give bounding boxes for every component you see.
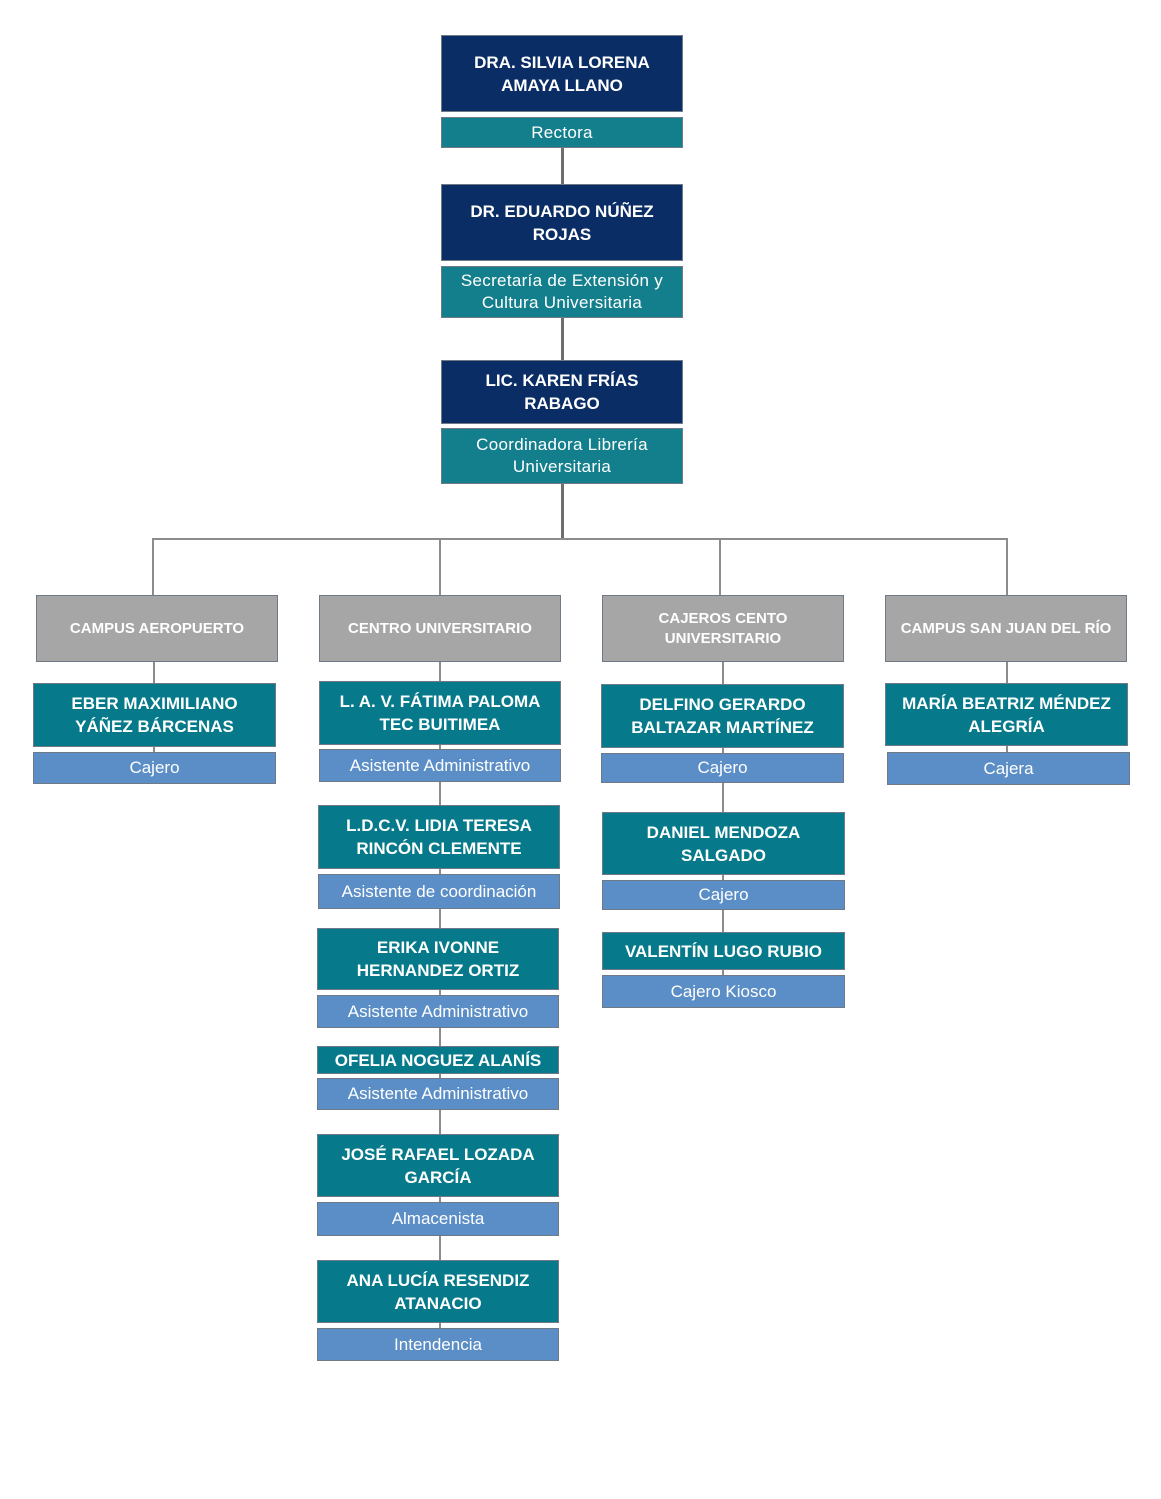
person-role-box: Cajero	[602, 880, 845, 910]
department-header: CAJEROS CENTO UNIVERSITARIO	[602, 595, 844, 662]
connector-line	[152, 538, 1008, 540]
connector-line	[152, 538, 154, 596]
person-role-box: Coordinadora Librería Universitaria	[441, 428, 683, 484]
person-role-box: Secretaría de Extensión y Cultura Univer…	[441, 266, 683, 318]
person-name-box: DR. EDUARDO NÚÑEZ ROJAS	[441, 184, 683, 261]
person-name-box: DELFINO GERARDO BALTAZAR MARTÍNEZ	[601, 684, 844, 748]
person-role-box: Asistente Administrativo	[319, 749, 561, 782]
person-role-box: Intendencia	[317, 1328, 559, 1361]
person-role-box: Cajera	[887, 752, 1130, 785]
person-role-box: Rectora	[441, 117, 683, 148]
person-name-box: JOSÉ RAFAEL LOZADA GARCÍA	[317, 1134, 559, 1197]
person-role-box: Cajero	[33, 752, 276, 784]
connector-line	[561, 318, 564, 360]
person-name-box: ANA LUCÍA RESENDIZ ATANACIO	[317, 1260, 559, 1323]
person-name-box: L. A. V. FÁTIMA PALOMA TEC BUITIMEA	[319, 681, 561, 745]
connector-line	[561, 148, 564, 184]
person-name-box: VALENTÍN LUGO RUBIO	[602, 932, 845, 970]
person-role-box: Almacenista	[317, 1202, 559, 1236]
connector-line	[439, 538, 441, 596]
connector-line	[1006, 538, 1008, 596]
person-name-box: MARÍA BEATRIZ MÉNDEZ ALEGRÍA	[885, 683, 1128, 746]
department-header: CAMPUS SAN JUAN DEL RÍO	[885, 595, 1127, 662]
person-role-box: Cajero	[601, 753, 844, 783]
person-name-box: OFELIA NOGUEZ ALANÍS	[317, 1046, 559, 1074]
connector-line	[561, 484, 564, 539]
connector-line	[719, 538, 721, 596]
person-role-box: Asistente Administrativo	[317, 1078, 559, 1110]
person-name-box: LIC. KAREN FRÍAS RABAGO	[441, 360, 683, 424]
person-name-box: DANIEL MENDOZA SALGADO	[602, 812, 845, 875]
person-name-box: EBER MAXIMILIANO YÁÑEZ BÁRCENAS	[33, 683, 276, 747]
department-header: CENTRO UNIVERSITARIO	[319, 595, 561, 662]
person-name-box: L.D.C.V. LIDIA TERESA RINCÓN CLEMENTE	[318, 805, 560, 869]
person-role-box: Asistente Administrativo	[317, 995, 559, 1028]
person-role-box: Cajero Kiosco	[602, 975, 845, 1008]
department-header: CAMPUS AEROPUERTO	[36, 595, 278, 662]
person-name-box: DRA. SILVIA LORENA AMAYA LLANO	[441, 35, 683, 112]
person-name-box: ERIKA IVONNE HERNANDEZ ORTIZ	[317, 928, 559, 990]
person-role-box: Asistente de coordinación	[318, 874, 560, 909]
